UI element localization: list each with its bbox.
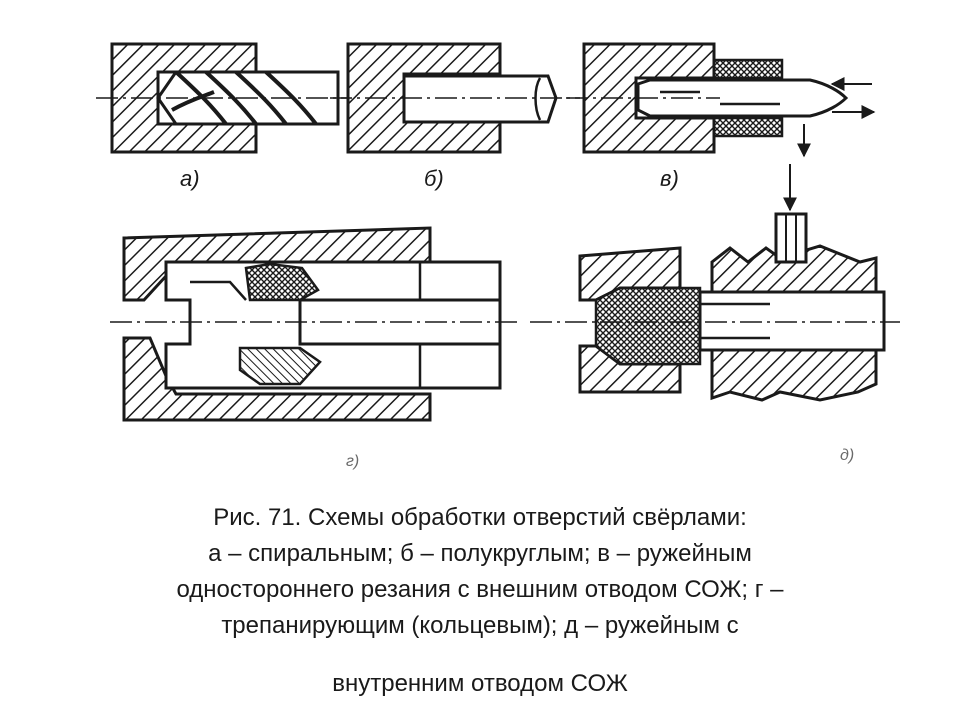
coolant-inlet-pipe [774, 212, 808, 264]
panel-label-v: в) [660, 166, 679, 191]
tube-wall-detail [190, 262, 422, 388]
guide-bushing [712, 58, 784, 138]
caption-line-4: трепанирующим (кольцевым); д – ружейным … [221, 612, 739, 639]
panel-g-trepanning-drill: г) [110, 226, 520, 470]
drill-tube-d [698, 290, 886, 352]
cutter-teeth-lower [238, 346, 322, 386]
figure-caption: Рис. 71. Схемы обработки отверстий свёрл… [40, 500, 920, 702]
workpiece-g-lower [122, 336, 432, 422]
caption-line-1: Рис. 71. Схемы обработки отверстий свёрл… [213, 504, 747, 531]
caption-line-2: а – спиральным; б – полукруглым; в – руж… [208, 540, 752, 567]
panel-d-gun-drill-internal-coolant: д) [530, 164, 900, 464]
semicircular-drill [402, 74, 558, 124]
panel-label-d: д) [840, 447, 854, 464]
drill-head-d [594, 286, 702, 366]
panel-label-g: г) [346, 453, 359, 470]
drill-shoulder [534, 77, 542, 121]
caption-line-5: внутренним отводом СОЖ [332, 670, 628, 697]
drill-flutes [171, 70, 318, 126]
panel-label-b: б) [424, 166, 444, 191]
inlet-pipe-ribs [785, 214, 797, 262]
panel-label-a: а) [180, 166, 200, 191]
panel-v-gun-drill-external-coolant: в) [566, 42, 876, 191]
drilling-schemes-figure: а) б) в) г) [96, 42, 900, 470]
panel-a-twist-drill: а) [96, 42, 352, 191]
gun-drill-groove [660, 90, 780, 106]
cutter-teeth-upper [244, 262, 320, 302]
inner-channel [700, 302, 770, 340]
gun-drill-v [636, 78, 849, 118]
caption-line-3: одностороннего резания с внешним отводом… [176, 576, 784, 603]
panel-b-semicircular-drill: б) [330, 42, 580, 191]
